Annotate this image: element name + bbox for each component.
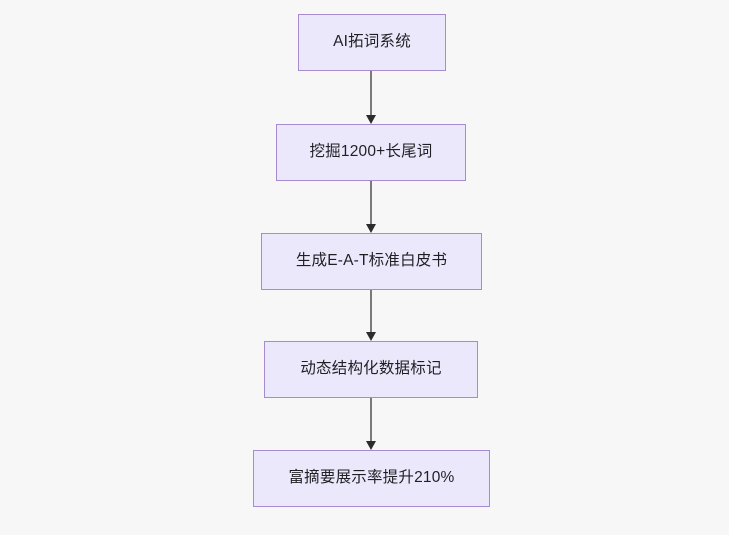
edge-line xyxy=(369,398,373,441)
edge-line xyxy=(369,181,373,224)
flow-node-4[interactable]: 动态结构化数据标记 xyxy=(264,341,478,398)
arrow-down-icon xyxy=(365,224,376,233)
edge-line xyxy=(369,290,373,332)
arrow-down-icon xyxy=(365,115,376,124)
flow-node-1[interactable]: AI拓词系统 xyxy=(298,14,446,71)
arrow-down-icon xyxy=(365,332,376,341)
arrow-down-icon xyxy=(365,441,376,450)
flow-node-1-label: AI拓词系统 xyxy=(333,33,411,51)
flow-node-3[interactable]: 生成E-A-T标准白皮书 xyxy=(261,233,482,290)
flow-node-5[interactable]: 富摘要展示率提升210% xyxy=(253,450,490,507)
edge-line xyxy=(369,71,373,115)
flow-node-4-label: 动态结构化数据标记 xyxy=(300,360,442,378)
flow-node-2-label: 挖掘1200+长尾词 xyxy=(309,143,433,161)
flow-node-5-label: 富摘要展示率提升210% xyxy=(288,469,455,487)
flow-node-2[interactable]: 挖掘1200+长尾词 xyxy=(276,124,466,181)
flow-node-3-label: 生成E-A-T标准白皮书 xyxy=(295,252,448,270)
